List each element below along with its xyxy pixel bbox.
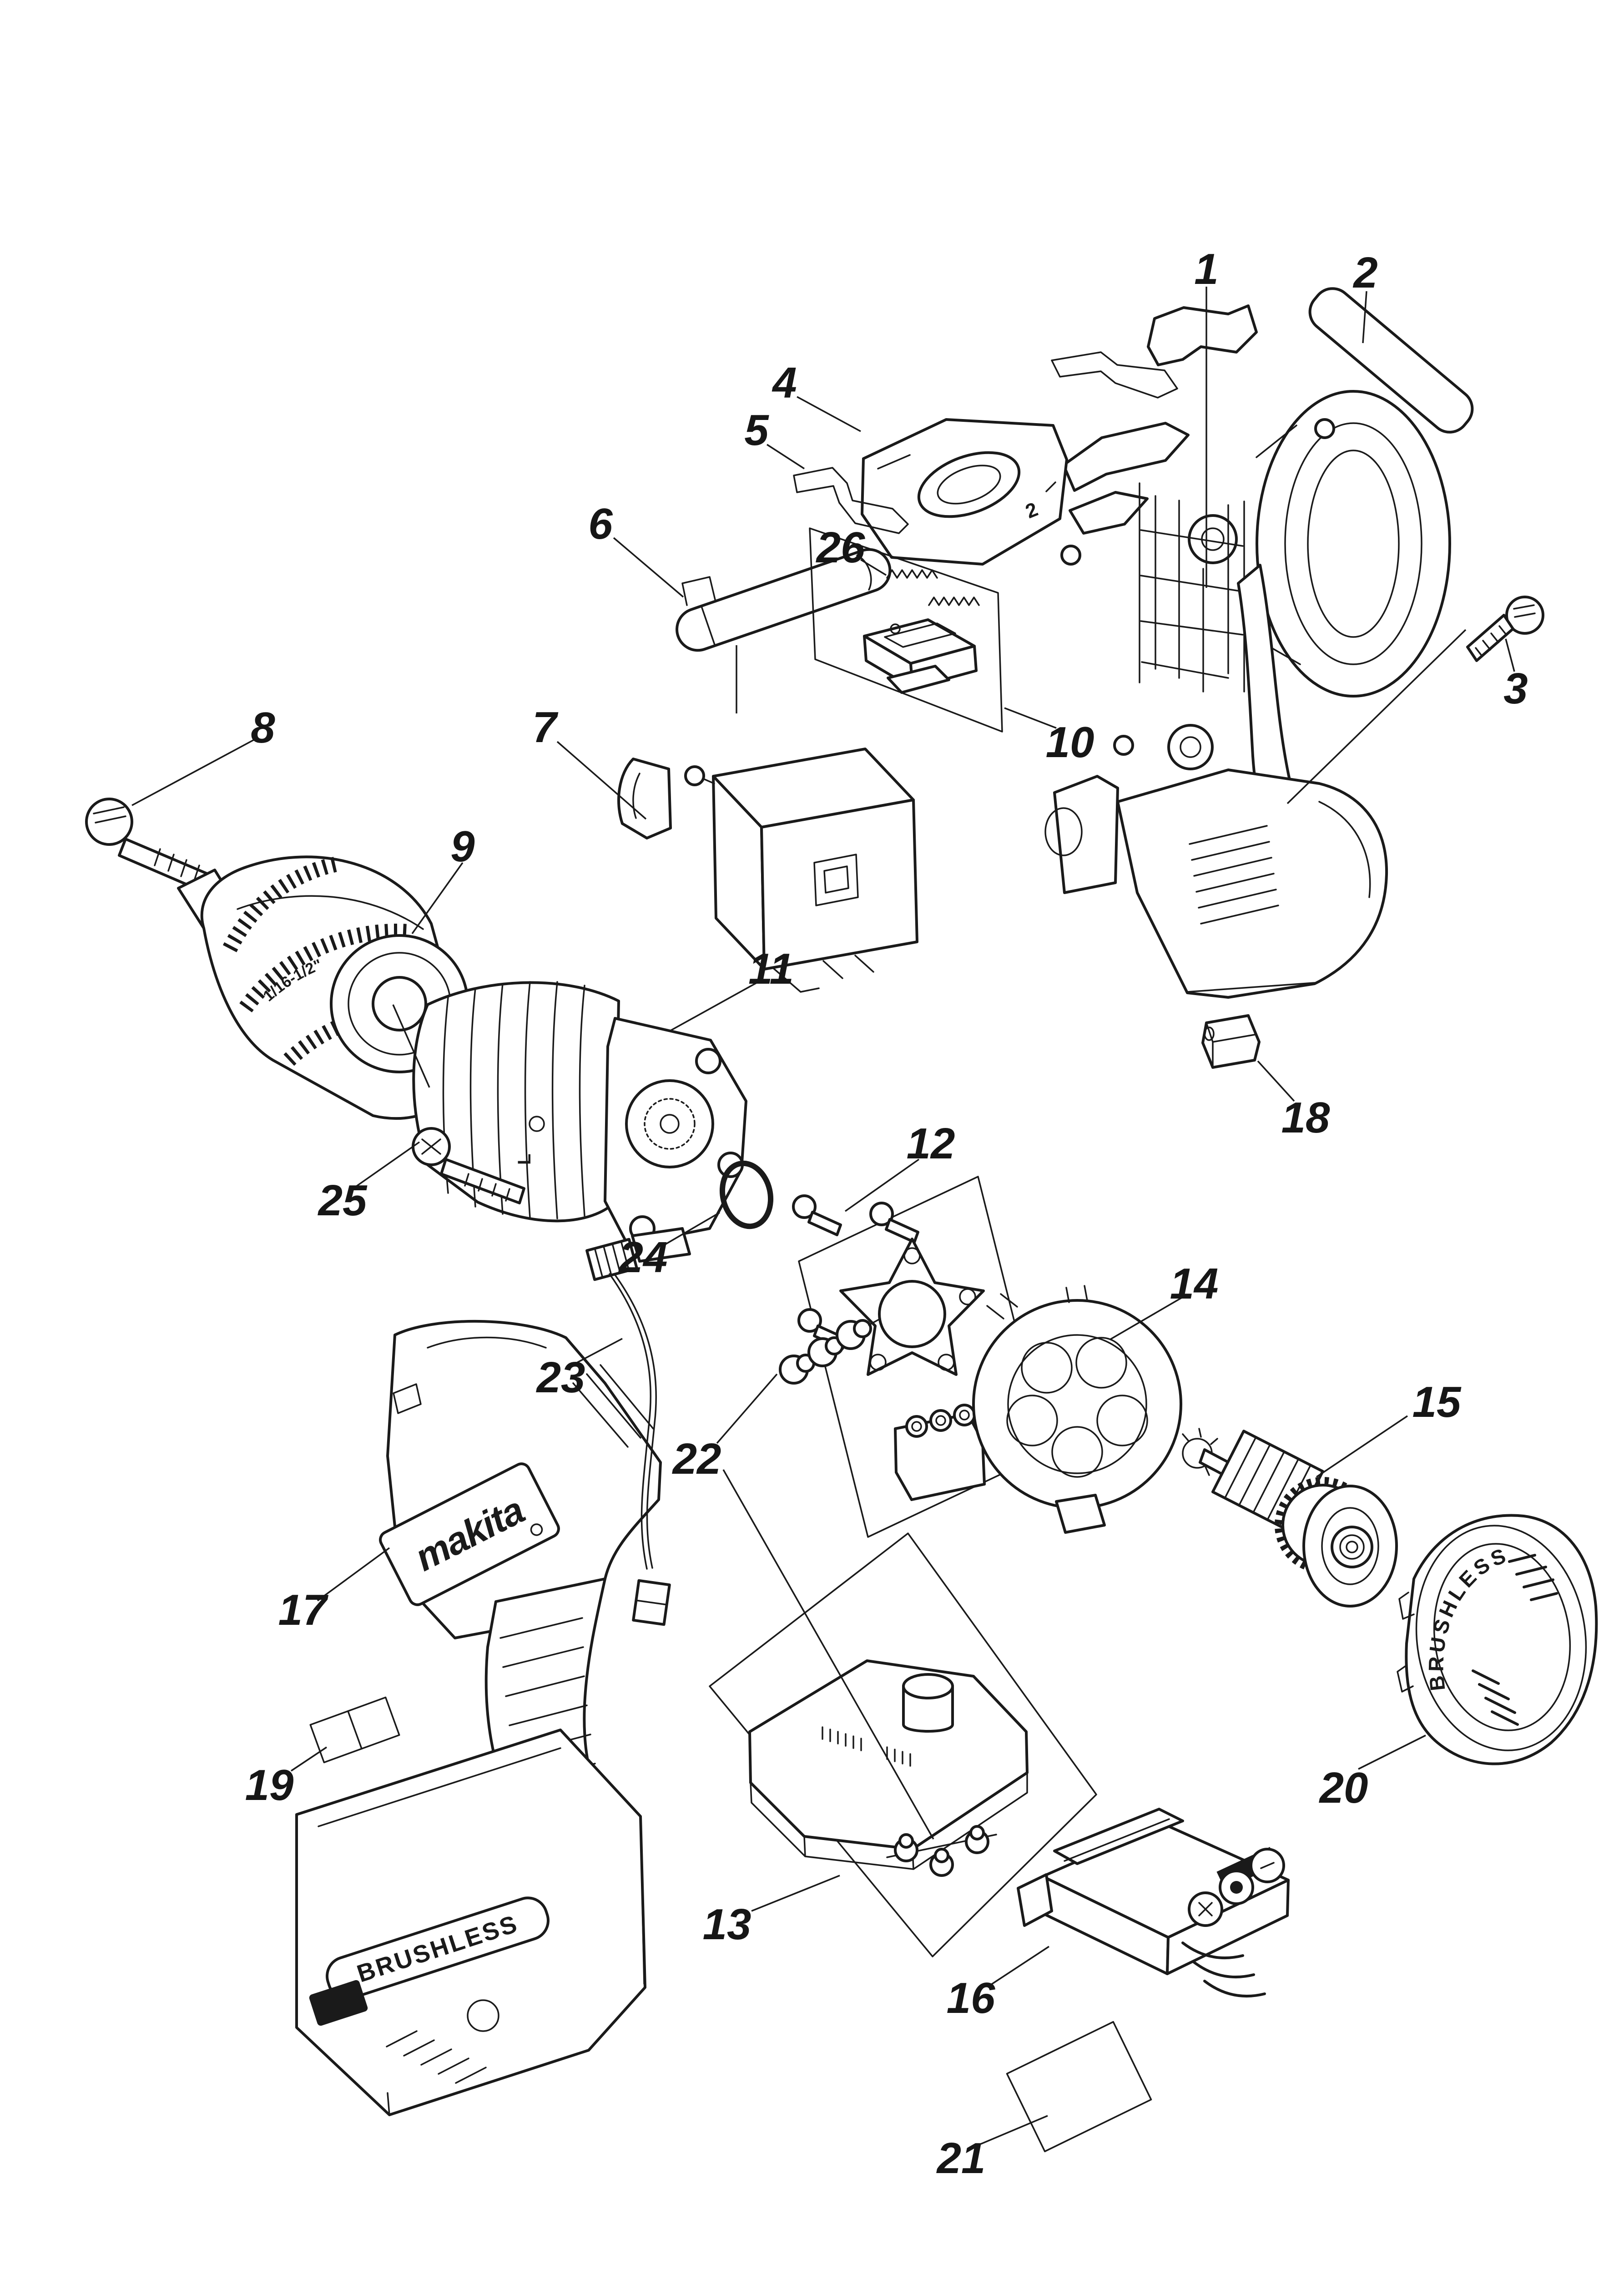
- callout-7-leader-1: [556, 741, 647, 820]
- callout-22-leader-2: [722, 1469, 934, 1840]
- callout-4-leader-1: [797, 396, 861, 432]
- callout-13-leader-1: [751, 1875, 840, 1912]
- part-21-label-art: [1006, 2021, 1152, 2153]
- callout-22: 22: [672, 1435, 721, 1483]
- callout-8-leader-1: [131, 738, 255, 806]
- part-3-screw-art: [1466, 596, 1544, 662]
- callout-22-leader-1: [716, 1373, 778, 1444]
- callout-21-leader-1: [980, 2115, 1048, 2145]
- callout-18-leader-1: [1257, 1060, 1295, 1102]
- part-2-name-plate-art: [1308, 287, 1474, 434]
- callout-20-leader-1: [1358, 1734, 1426, 1770]
- callout-25-leader-1: [355, 1141, 420, 1188]
- part-10-box-art: [809, 527, 1003, 733]
- callout-11: 11: [748, 945, 794, 993]
- callout-24-leader-1: [662, 1212, 720, 1247]
- callout-17: 17: [278, 1586, 329, 1634]
- callout-3: 3: [1503, 664, 1528, 713]
- callout-25: 25: [318, 1176, 368, 1225]
- callout-11-leader-1: [669, 981, 759, 1032]
- part-14-stator-art: [972, 1285, 1182, 1534]
- callout-6-leader-1: [613, 537, 684, 598]
- callout-15-leader-1: [1316, 1415, 1408, 1478]
- callout-26: 26: [816, 523, 865, 572]
- callout-18: 18: [1281, 1093, 1330, 1142]
- callout-12: 12: [907, 1119, 955, 1168]
- callout-7: 7: [532, 703, 559, 752]
- part-19-label-art: [309, 1696, 400, 1764]
- part-6-slide-button-art: [676, 548, 892, 652]
- callout-4: 4: [772, 359, 797, 407]
- callout-26-leader-1: [860, 559, 887, 576]
- part-5-lock-spring-art: [793, 467, 909, 534]
- callout-1: 1: [1194, 245, 1218, 293]
- part-9-chuck-art: 1/16-1/2": [177, 855, 469, 1120]
- callout-3-leader-1: [1505, 638, 1515, 672]
- part-12-plate-set-art: [792, 1176, 1048, 1538]
- callout-20: 20: [1319, 1764, 1368, 1812]
- part-4-change-lever-art: 2: [861, 351, 1178, 566]
- callout-13: 13: [703, 1900, 751, 1949]
- part-7-switch-art: [617, 748, 918, 993]
- callout-6: 6: [588, 500, 613, 548]
- callout-10: 10: [1046, 718, 1094, 767]
- callout-16: 16: [947, 1974, 995, 2022]
- part-22-studs-art: [779, 1319, 880, 1385]
- callout-10-leader-1: [1004, 707, 1057, 729]
- part-8-bolt-art: [85, 798, 211, 893]
- callout-17-leader-1: [317, 1547, 390, 1602]
- part-15-rotor-art: [1182, 1428, 1398, 1608]
- battery-badge: XT: [309, 1980, 368, 2026]
- gear-case-mark-text: L: [514, 1154, 535, 1165]
- callout-15: 15: [1412, 1378, 1462, 1426]
- part-16-terminal-block-art: PB: [1017, 1808, 1290, 1998]
- part-1-motor-housing-art: [1044, 304, 1451, 999]
- part-25-screw-art: [412, 1127, 525, 1204]
- part-11-gear-assembly-art: L: [412, 981, 747, 1263]
- callout-16-leader-1: [988, 1946, 1049, 1987]
- part-13-terminals: [894, 1825, 989, 1877]
- callout-19-leader-1: [291, 1746, 327, 1772]
- callout-12-leader-1: [844, 1158, 920, 1212]
- callout-8: 8: [251, 703, 275, 752]
- callout-9-leader-1: [411, 862, 464, 935]
- callout-23: 23: [536, 1353, 585, 1402]
- part-17-housing-left-art: makita BRUSHLESS XT: [295, 1320, 662, 2116]
- callout-21: 21: [936, 2134, 986, 2183]
- callout-24: 24: [618, 1233, 668, 1282]
- callout-2-leader-1: [1362, 291, 1367, 344]
- callout-2: 2: [1352, 248, 1377, 297]
- callout-3-leader-2: [1286, 629, 1467, 804]
- callout-9: 9: [450, 822, 474, 871]
- part-20-rear-cover-art: BRUSHLESS: [1397, 1514, 1598, 1765]
- part-23-lead-wire-art: [585, 1238, 671, 1626]
- callout-19: 19: [245, 1761, 294, 1810]
- callout-14: 14: [1170, 1259, 1219, 1308]
- part-26-springs-stopper-art: [863, 569, 980, 694]
- callout-23-leader-1: [575, 1338, 623, 1364]
- callout-5-leader-1: [767, 444, 805, 470]
- callout-5: 5: [744, 406, 769, 455]
- part-18-cushion-art: [1201, 1014, 1261, 1069]
- part-12-screws: [792, 1194, 919, 1350]
- callout-9-leader-2: [392, 1004, 430, 1088]
- part-13-controller-art: [709, 1532, 1097, 1957]
- part-24-o-ring-art: [719, 1160, 774, 1229]
- callout-14-leader-1: [1110, 1297, 1182, 1340]
